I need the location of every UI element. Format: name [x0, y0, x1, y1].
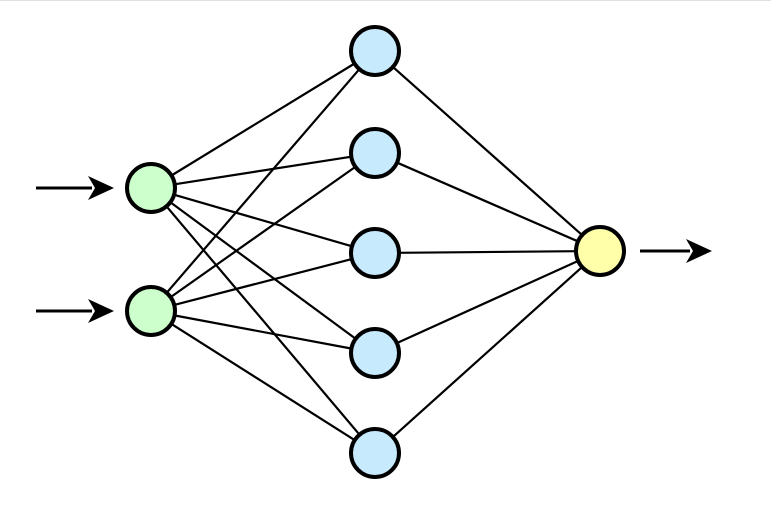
output-node-1[interactable] — [574, 225, 626, 277]
input-node-1[interactable] — [125, 162, 177, 214]
edge-i1-to-h5 — [164, 204, 362, 437]
hidden-node-3[interactable] — [349, 227, 401, 279]
edge-h2-to-o1 — [394, 161, 581, 243]
edge-h4-to-o1 — [394, 259, 581, 345]
edge-i2-to-h3 — [172, 257, 354, 307]
edge-i1-to-h3 — [171, 193, 355, 248]
edge-i2-to-h1 — [164, 67, 362, 295]
input-arrow-1-head — [88, 176, 114, 200]
edge-i2-to-h4 — [172, 314, 354, 350]
edge-i1-to-h1 — [169, 61, 357, 178]
edge-i1-to-h4 — [168, 200, 358, 341]
edge-i1-to-h2 — [172, 155, 354, 186]
input-node-2[interactable] — [125, 285, 177, 337]
edge-i2-to-h2 — [168, 165, 358, 299]
nodes-group — [125, 25, 626, 479]
edge-i2-to-h5 — [169, 322, 357, 442]
hidden-node-5[interactable] — [349, 427, 401, 479]
edge-h5-to-o1 — [391, 265, 584, 439]
output-arrow-1-head — [686, 239, 712, 263]
edges-group — [164, 61, 584, 442]
hidden-node-1[interactable] — [349, 25, 401, 77]
hidden-node-4[interactable] — [349, 327, 401, 379]
hidden-node-2[interactable] — [349, 127, 401, 179]
edge-h3-to-o1 — [396, 250, 579, 254]
edge-h1-to-o1 — [391, 65, 584, 237]
io-arrows-group — [36, 176, 712, 323]
input-arrow-2-head — [88, 299, 114, 323]
